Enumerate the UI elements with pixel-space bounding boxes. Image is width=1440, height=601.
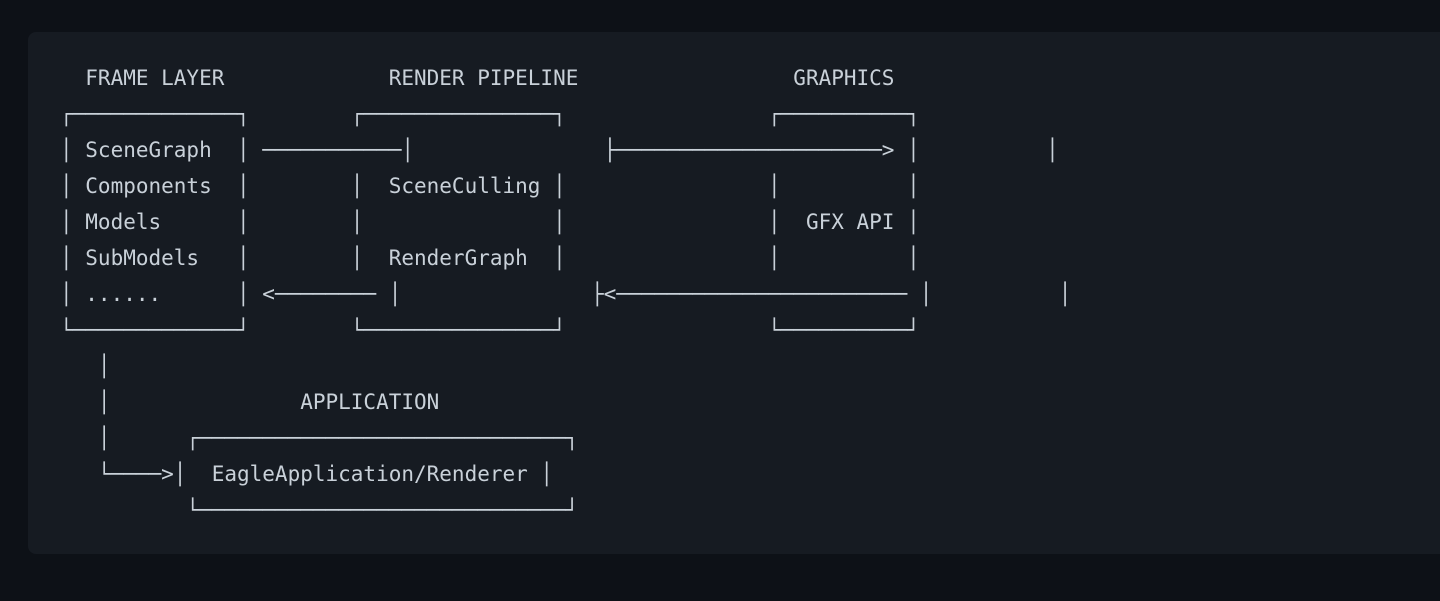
diagram-line-application-label: │ APPLICATION (60, 390, 440, 414)
diagram-line-scenegraph: │ SceneGraph │ ───────────│ ├───────────… (60, 138, 1059, 162)
diagram-line-components: │ Components │ │ SceneCulling │ │ │ (60, 174, 920, 198)
diagram-line-box-bottoms: └─────────────┘ └───────────────┘ └─────… (60, 318, 920, 342)
diagram-line-application-item: └────>│ EagleApplication/Renderer │ (60, 462, 554, 486)
diagram-line-connector-1: │ (60, 354, 111, 378)
diagram-line-box-tops: ┌─────────────┐ ┌───────────────┐ ┌─────… (60, 102, 920, 126)
diagram-line-submodels: │ SubModels │ │ RenderGraph │ │ │ (60, 246, 920, 270)
diagram-line-application-top: │ ┌─────────────────────────────┐ (60, 426, 579, 450)
diagram-line-ellipsis: │ ...... │ <──────── │ ├<───────────────… (60, 282, 1072, 306)
diagram-line-headers: FRAME LAYER RENDER PIPELINE GRAPHICS (60, 66, 895, 90)
diagram-line-models: │ Models │ │ │ │ GFX API │ (60, 210, 920, 234)
ascii-architecture-diagram: FRAME LAYER RENDER PIPELINE GRAPHICS ┌──… (60, 60, 1071, 528)
diagram-line-application-bottom: └─────────────────────────────┘ (60, 498, 579, 522)
code-block: FRAME LAYER RENDER PIPELINE GRAPHICS ┌──… (28, 32, 1440, 554)
